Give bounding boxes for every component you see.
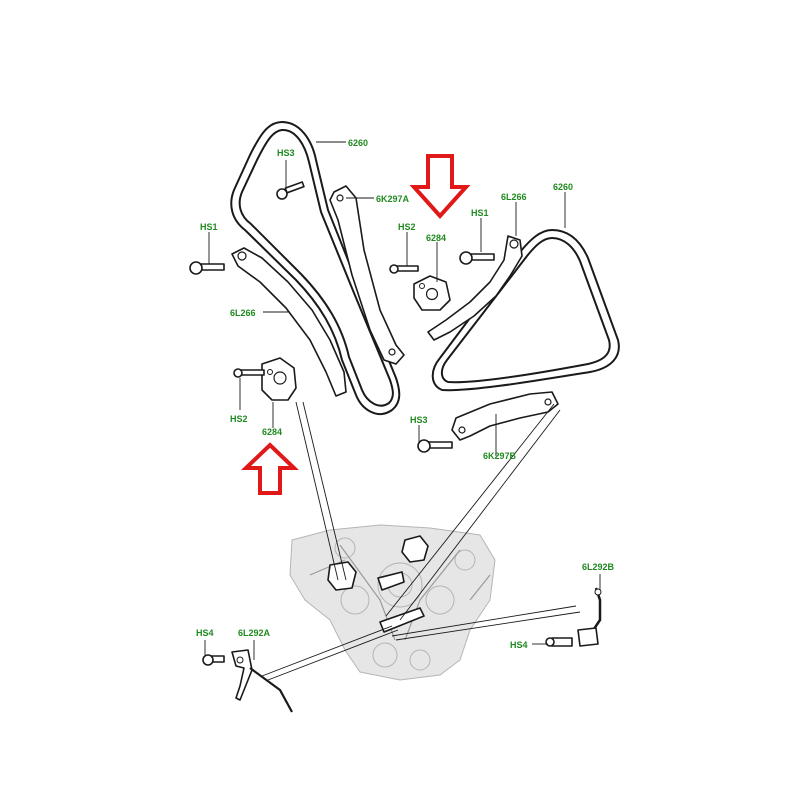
label-tensioner-right: 6284 — [426, 233, 446, 243]
tensioner-in-engine-right — [401, 535, 429, 563]
arrow-down-highlight — [409, 154, 471, 219]
tensioner-arm-left — [231, 247, 347, 397]
label-bolt-hs4-left: HS4 — [196, 628, 214, 638]
bolt-hs1-left — [189, 261, 225, 275]
label-bolt-hs3-right: HS3 — [410, 415, 428, 425]
engine-block-illustration — [289, 524, 496, 681]
timing-chain-left — [230, 120, 401, 415]
label-chain-left: 6260 — [348, 138, 368, 148]
label-bolt-hs2-left: HS2 — [230, 414, 248, 424]
tensioner-left — [261, 357, 297, 401]
bolt-hs2-left — [233, 368, 265, 378]
tensioner-in-engine — [327, 561, 357, 591]
label-chain-right: 6260 — [553, 182, 573, 192]
label-tensioner-arm-right: 6L266 — [501, 192, 527, 202]
label-bolt-hs4-right: HS4 — [510, 640, 528, 650]
label-guide-right: 6K297B — [483, 451, 517, 461]
bolt-hs3-left — [276, 181, 305, 200]
label-tensioner-left: 6284 — [262, 427, 282, 437]
label-bolt-hs3-left: HS3 — [277, 148, 295, 158]
bolt-hs3-right — [417, 439, 453, 453]
oil-pipe-right — [577, 587, 602, 647]
label-bolt-hs1-left: HS1 — [200, 222, 218, 232]
label-guide-left: 6K297A — [376, 194, 410, 204]
bolt-hs2-right — [389, 264, 419, 274]
bolt-hs4-left — [202, 654, 225, 666]
label-pipe-right: 6L292B — [582, 562, 615, 572]
tensioner-arm-right — [427, 235, 523, 341]
tensioner-right — [413, 275, 451, 311]
bolt-hs4-right — [545, 637, 573, 647]
label-bolt-hs1-right: HS1 — [471, 208, 489, 218]
leader-lines — [204, 141, 601, 681]
label-tensioner-arm-left: 6L266 — [230, 308, 256, 318]
label-bolt-hs2-right: HS2 — [398, 222, 416, 232]
arrow-up-highlight — [241, 442, 299, 495]
label-pipe-left: 6L292A — [238, 628, 271, 638]
chain-guide-right — [451, 391, 559, 441]
oil-pipe-left — [231, 649, 293, 713]
bolt-hs1-right — [459, 251, 495, 265]
chain-guide-left — [329, 185, 405, 365]
